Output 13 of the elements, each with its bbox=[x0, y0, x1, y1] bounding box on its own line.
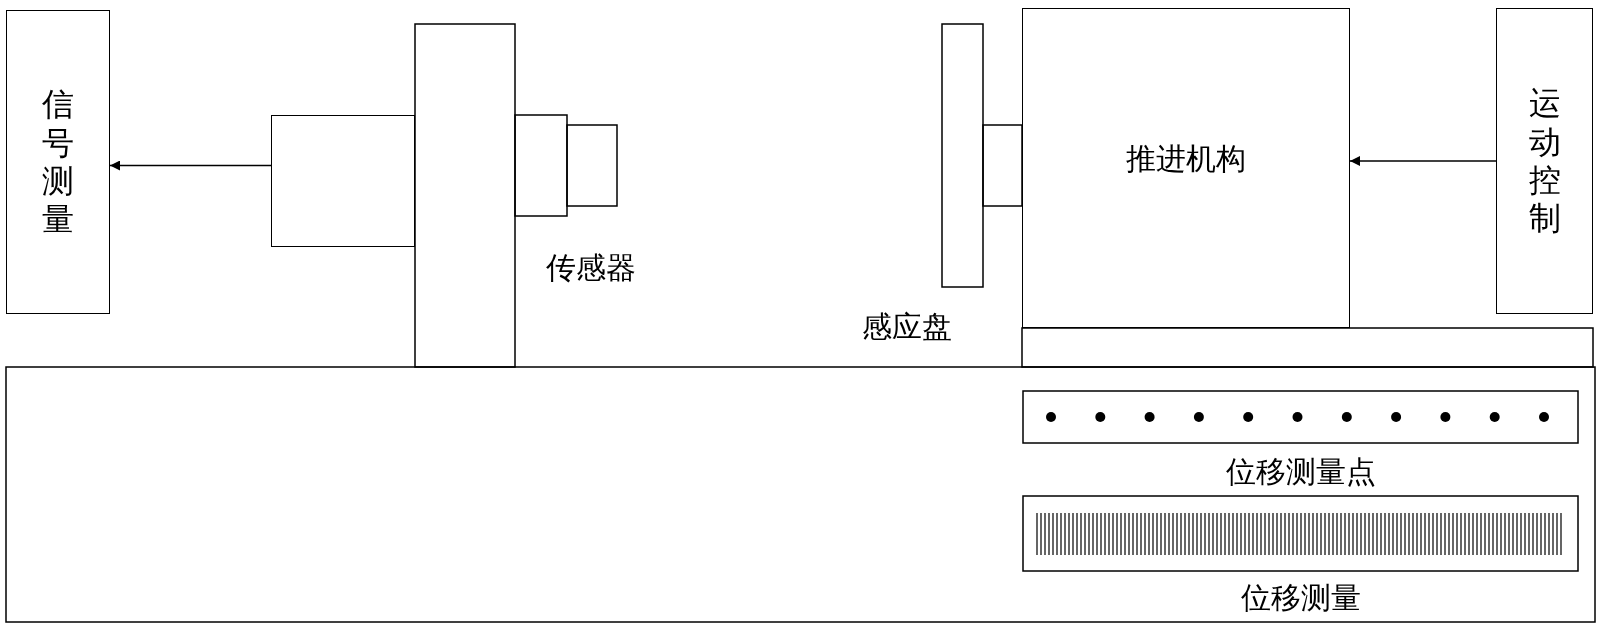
part-label: 传感器 bbox=[546, 250, 636, 286]
arrow bbox=[109, 160, 272, 171]
box-label: 推进机构 bbox=[1126, 141, 1246, 177]
component-box bbox=[1022, 8, 1350, 328]
box-label: 运动控制 bbox=[1528, 84, 1561, 238]
part-label: 感应盘 bbox=[862, 309, 952, 345]
part-label: 位移测量 bbox=[1241, 580, 1361, 616]
sensor-body bbox=[271, 115, 415, 247]
arrow bbox=[1349, 156, 1497, 166]
part-label: 位移测量点 bbox=[1226, 454, 1376, 490]
component-box bbox=[6, 10, 110, 314]
box-label: 信号测量 bbox=[42, 85, 74, 239]
component-box bbox=[1496, 8, 1593, 314]
